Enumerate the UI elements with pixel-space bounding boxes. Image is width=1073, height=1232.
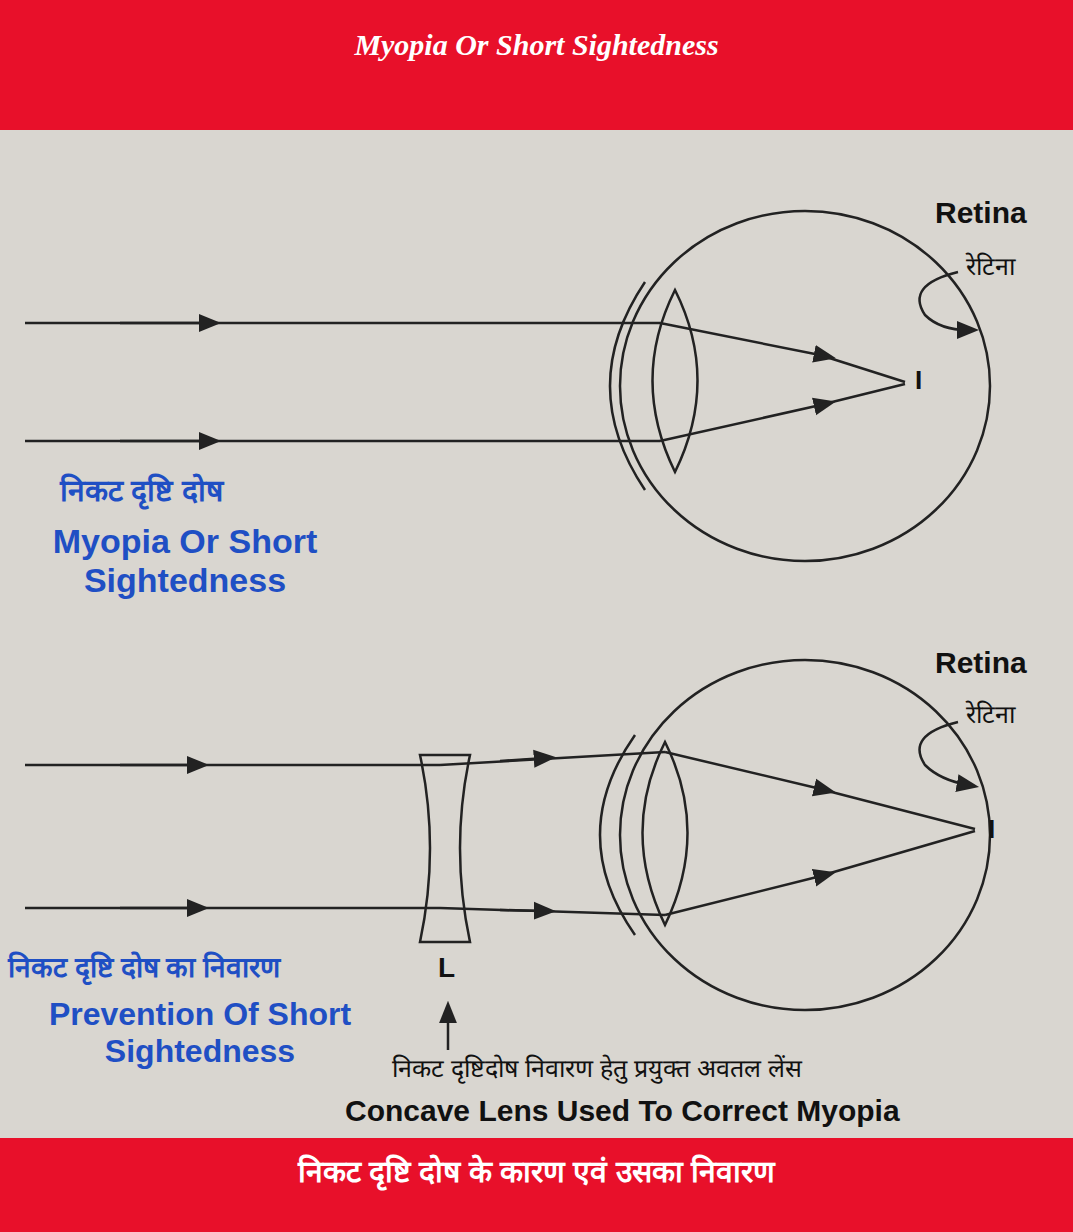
lens-note: Concave Lens Used To Correct Myopia: [345, 1094, 900, 1129]
ray-arrow: [500, 758, 545, 761]
ray-arrow: [500, 910, 545, 911]
panel-label-hindi: निकट दृष्टि दोष का निवारण: [8, 952, 280, 984]
caption: निकट दृष्टि दोष के कारण एवं उसका निवारण: [0, 1155, 1073, 1190]
light-ray: [820, 789, 975, 829]
title: Myopia Or Short Sightedness: [0, 28, 1073, 63]
concave-lens: [420, 755, 470, 942]
ray-arrow: [120, 322, 210, 325]
ray-arrow: [660, 323, 825, 356]
ray-arrow: [120, 440, 210, 443]
ray-arrow: [120, 907, 198, 910]
panel-label: Myopia Or Short Sightedness: [20, 522, 350, 600]
caption-band: [0, 1138, 1073, 1232]
pointer-arrow: [447, 1012, 450, 1050]
title-band: [0, 0, 1073, 130]
retina-label: Retina: [935, 196, 1027, 231]
eyeball: [620, 211, 990, 561]
eye-lens: [643, 742, 688, 925]
light-ray: [820, 355, 905, 382]
light-ray: [440, 908, 665, 915]
cornea: [600, 735, 635, 935]
retina-label-hindi: रेटिना: [966, 252, 1015, 281]
ray-arrow: [660, 404, 825, 441]
ray-arrow: [665, 875, 825, 915]
light-ray: [820, 384, 905, 405]
light-ray: [25, 322, 660, 325]
light-ray: [440, 752, 665, 765]
panel-label: Prevention Of Short Sightedness: [20, 996, 380, 1070]
cornea: [610, 282, 645, 490]
lens-note-hindi: निकट दृष्टिदोष निवारण हेतु प्रयुक्त अवतल…: [392, 1054, 802, 1083]
panel-label-hindi: निकट दृष्टि दोष: [60, 474, 223, 509]
lens-label: L: [438, 952, 455, 984]
retina-label-hindi: रेटिना: [966, 700, 1015, 729]
leader-arrow: [920, 272, 968, 330]
image-point: I: [988, 815, 995, 845]
eye-lens: [653, 290, 698, 472]
eyeball: [620, 660, 990, 1010]
leader-arrow: [920, 722, 968, 785]
ray-arrow: [120, 764, 198, 767]
retina-label: Retina: [935, 646, 1027, 681]
light-ray: [25, 907, 440, 910]
ray-arrow: [665, 752, 825, 790]
light-ray: [25, 440, 660, 443]
light-ray: [820, 831, 975, 876]
light-ray: [25, 764, 440, 767]
image-point: I: [915, 366, 922, 396]
